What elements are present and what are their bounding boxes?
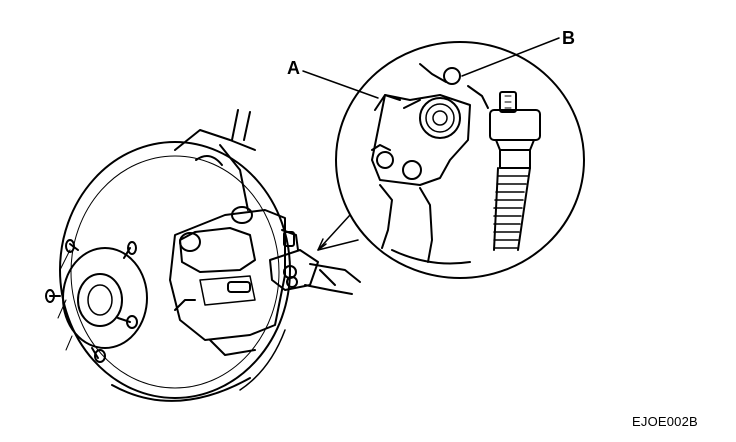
figure-code: EJOE002B — [632, 414, 698, 429]
zoom-connector — [317, 214, 359, 251]
parking-brake-lever-small — [269, 229, 361, 295]
inset-lever — [371, 63, 489, 265]
detail-inset — [335, 41, 585, 279]
brake-disc — [57, 141, 291, 402]
steering-knuckle — [174, 109, 256, 211]
inset-cable — [489, 91, 541, 251]
wheel-hub — [45, 239, 148, 363]
callout-b-label: B — [562, 28, 575, 48]
callout-a-label: A — [287, 58, 300, 78]
brake-caliper — [169, 206, 286, 356]
callout-leaders — [302, 37, 560, 99]
